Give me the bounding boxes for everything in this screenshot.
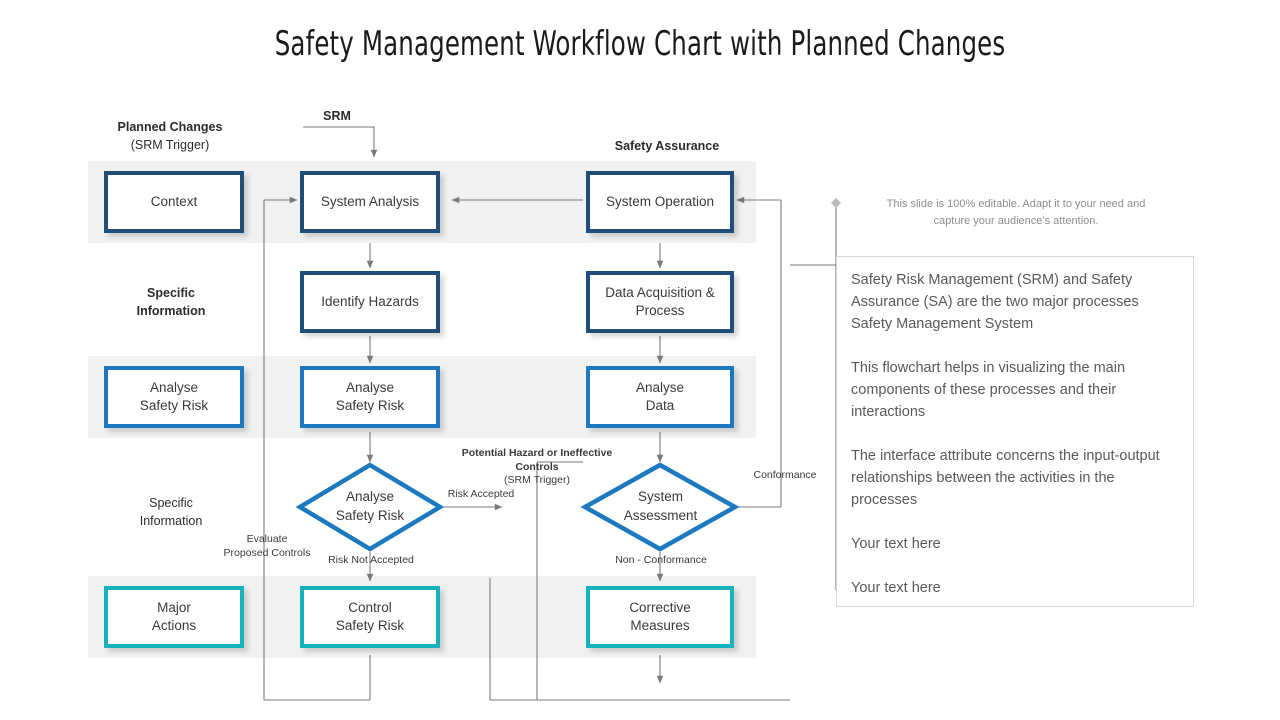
specific-information-upper-line2: Information [136, 304, 206, 319]
potential-hazard-line3: (SRM Trigger) [504, 474, 570, 487]
panel-paragraph-3: The interface attribute concerns the inp… [851, 448, 1160, 509]
node-control-safety-risk[interactable]: Control Safety Risk [300, 586, 440, 648]
node-analyse-safety-risk-left[interactable]: Analyse Safety Risk [104, 366, 244, 428]
node-major-actions[interactable]: Major Actions [104, 586, 244, 648]
heading-safety-assurance: Safety Assurance [580, 137, 754, 155]
edge-label-potential-hazard: Potential Hazard or Ineffective Controls… [452, 447, 622, 488]
risk-not-accepted-text: Risk Not Accepted [328, 554, 414, 566]
edge-label-conformance: Conformance [748, 468, 822, 482]
node-system-analysis[interactable]: System Analysis [300, 171, 440, 233]
evaluate-line1: Evaluate [246, 533, 288, 545]
panel-paragraph-4: Your text here [851, 536, 941, 553]
panel-paragraph-2: This flowchart helps in visualizing the … [851, 360, 1126, 421]
specific-information-lower-line1: Specific [149, 496, 193, 510]
specific-information-lower-line2: Information [139, 514, 203, 529]
safety-assurance-label: Safety Assurance [614, 139, 720, 153]
analyse-safety-risk-mid-line2: Safety Risk [335, 398, 405, 413]
heading-srm: SRM [300, 107, 374, 125]
major-actions-line2: Actions [151, 618, 197, 633]
analyse-safety-risk-left-line1: Analyse [149, 379, 199, 395]
edge-label-risk-not-accepted: Risk Not Accepted [313, 553, 429, 567]
analyse-safety-risk-mid-line1: Analyse [345, 379, 395, 395]
node-analyse-safety-risk-left-label: Analyse Safety Risk [140, 379, 208, 415]
potential-hazard-line1: Potential Hazard or Ineffective [461, 447, 613, 459]
node-corrective-measures[interactable]: Corrective Measures [586, 586, 734, 648]
panel-paragraph-5: Your text here [851, 580, 941, 597]
node-identify-hazards-label: Identify Hazards [321, 293, 419, 309]
node-data-acquisition-process-label: Data Acquisition & Process [605, 284, 715, 320]
node-control-safety-risk-label: Control Safety Risk [336, 599, 404, 635]
potential-hazard-line2: Controls [515, 460, 559, 473]
analyse-safety-risk-left-line2: Safety Risk [139, 398, 209, 413]
control-safety-risk-line1: Control [348, 599, 392, 615]
planned-changes-title: Planned Changes [117, 120, 223, 134]
note-line2: capture your audience’s attention. [933, 215, 1099, 228]
node-data-acquisition-process[interactable]: Data Acquisition & Process [586, 271, 734, 333]
node-analyse-safety-risk-mid[interactable]: Analyse Safety Risk [300, 366, 440, 428]
page-title: Safety Management Workflow Chart with Pl… [274, 24, 1006, 64]
heading-specific-information-lower: Specific Information [110, 494, 232, 530]
corrective-measures-line1: Corrective [629, 599, 691, 615]
node-context-label: Context [150, 193, 198, 209]
data-acquisition-line2: Process [635, 303, 685, 318]
note-line1: This slide is 100% editable. Adapt it to… [886, 198, 1146, 210]
evaluate-line2: Proposed Controls [223, 547, 311, 560]
node-context[interactable]: Context [104, 171, 244, 233]
info-text-panel[interactable]: Safety Risk Management (SRM) and Safety … [836, 256, 1194, 607]
corrective-measures-line2: Measures [630, 618, 690, 633]
node-analyse-safety-risk-mid-label: Analyse Safety Risk [336, 379, 404, 415]
panel-paragraph-1: Safety Risk Management (SRM) and Safety … [851, 272, 1139, 333]
analyse-data-line2: Data [645, 398, 675, 413]
node-system-analysis-label: System Analysis [320, 193, 420, 209]
heading-planned-changes: Planned Changes (SRM Trigger) [95, 118, 245, 154]
node-major-actions-label: Major Actions [152, 599, 196, 635]
conformance-text: Conformance [753, 469, 817, 481]
node-corrective-measures-label: Corrective Measures [629, 599, 691, 635]
non-conformance-text: Non - Conformance [615, 554, 707, 566]
node-analyse-data[interactable]: Analyse Data [586, 366, 734, 428]
edge-label-non-conformance: Non - Conformance [603, 553, 719, 567]
control-safety-risk-line2: Safety Risk [335, 618, 405, 633]
edge-label-risk-accepted: Risk Accepted [441, 487, 521, 501]
heading-specific-information-upper: Specific Information [110, 284, 232, 320]
major-actions-line1: Major [157, 599, 191, 615]
panel-anchor-diamond [831, 198, 841, 208]
srm-label: SRM [323, 109, 351, 123]
planned-changes-subtitle: (SRM Trigger) [130, 138, 210, 153]
editable-note: This slide is 100% editable. Adapt it to… [842, 196, 1190, 230]
node-analyse-data-label: Analyse Data [636, 379, 684, 415]
data-acquisition-line1: Data Acquisition & [605, 284, 715, 300]
analyse-data-line1: Analyse [635, 379, 685, 395]
edge-label-evaluate-proposed-controls: Evaluate Proposed Controls [208, 532, 326, 560]
node-system-operation[interactable]: System Operation [586, 171, 734, 233]
risk-accepted-text: Risk Accepted [447, 488, 515, 500]
node-system-operation-label: System Operation [605, 193, 715, 209]
specific-information-upper-line1: Specific [147, 286, 195, 300]
node-identify-hazards[interactable]: Identify Hazards [300, 271, 440, 333]
